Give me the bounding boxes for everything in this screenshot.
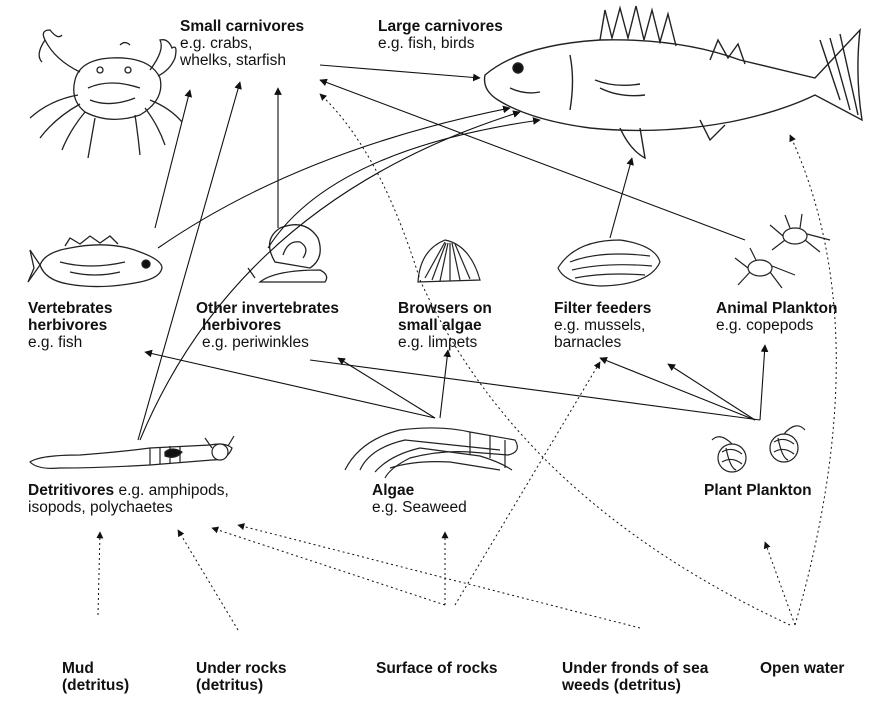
filter-feeders-sub: e.g. mussels,	[554, 317, 651, 334]
algae-title: Algae	[372, 482, 467, 499]
source-open-water: Open water	[760, 660, 844, 677]
source-under-fronds-line2: weeds (detritus)	[562, 677, 708, 694]
vertebrates-sub: e.g. fish	[28, 334, 112, 351]
node-animal-plankton: Animal Plankton e.g. copepods	[716, 300, 837, 334]
seaweed-icon	[345, 428, 517, 478]
source-surface-of-rocks: Surface of rocks	[376, 660, 497, 677]
node-other-invertebrates: Other invertebrates herbivores e.g. peri…	[196, 300, 339, 351]
source-under-fronds-line1: Under fronds of sea	[562, 660, 708, 677]
other-invertebrates-title: Other invertebrates	[196, 300, 339, 317]
node-filter-feeders: Filter feeders e.g. mussels, barnacles	[554, 300, 651, 351]
source-mud-line1: Mud	[62, 660, 129, 677]
mussel-icon	[558, 240, 660, 286]
filter-feeders-title: Filter feeders	[554, 300, 651, 317]
plankton-icon	[712, 426, 805, 472]
source-arrows	[98, 94, 836, 630]
source-under-rocks: Under rocks (detritus)	[196, 660, 286, 694]
fish-icon	[485, 6, 862, 158]
browsers-title2: small algae	[398, 317, 492, 334]
node-large-carnivores: Large carnivores e.g. fish, birds	[378, 18, 503, 52]
other-invertebrates-title2: herbivores	[196, 317, 339, 334]
large-carnivores-sub: e.g. fish, birds	[378, 35, 503, 52]
animal-plankton-title: Animal Plankton	[716, 300, 837, 317]
small-fish-icon	[28, 236, 162, 287]
small-carnivores-sub2: whelks, starfish	[180, 52, 304, 69]
copepod-icon	[735, 214, 830, 288]
browsers-sub: e.g. limpets	[398, 334, 492, 351]
node-detritivores: Detritivores e.g. amphipods, isopods, po…	[28, 482, 229, 516]
source-open-water-line1: Open water	[760, 660, 844, 677]
vertebrates-title2: herbivores	[28, 317, 112, 334]
vertebrates-title: Vertebrates	[28, 300, 112, 317]
source-under-fronds: Under fronds of sea weeds (detritus)	[562, 660, 708, 694]
plant-plankton-title: Plant Plankton	[704, 482, 812, 499]
animal-plankton-sub: e.g. copepods	[716, 317, 837, 334]
filter-feeders-sub2: barnacles	[554, 334, 651, 351]
browsers-title: Browsers on	[398, 300, 492, 317]
limpet-icon	[418, 240, 480, 282]
small-carnivores-title: Small carnivores	[180, 18, 304, 35]
source-under-rocks-line1: Under rocks	[196, 660, 286, 677]
detritivores-sub2: isopods, polychaetes	[28, 499, 229, 516]
source-mud-line2: (detritus)	[62, 677, 129, 694]
node-vertebrates: Vertebrates herbivores e.g. fish	[28, 300, 112, 351]
source-under-rocks-line2: (detritus)	[196, 677, 286, 694]
detritivores-sub: e.g. amphipods,	[114, 482, 229, 499]
worm-icon	[30, 436, 234, 468]
node-small-carnivores: Small carnivores e.g. crabs, whelks, sta…	[180, 18, 304, 69]
node-browsers: Browsers on small algae e.g. limpets	[398, 300, 492, 351]
crab-icon	[30, 30, 182, 158]
source-mud: Mud (detritus)	[62, 660, 129, 694]
node-plant-plankton: Plant Plankton	[704, 482, 812, 499]
detritivores-title: Detritivores	[28, 482, 114, 499]
other-invertebrates-sub: e.g. periwinkles	[196, 334, 339, 351]
algae-sub: e.g. Seaweed	[372, 499, 467, 516]
large-carnivores-title: Large carnivores	[378, 18, 503, 35]
snail-icon	[248, 225, 327, 282]
small-carnivores-sub: e.g. crabs,	[180, 35, 304, 52]
node-algae: Algae e.g. Seaweed	[372, 482, 467, 516]
source-surface-line1: Surface of rocks	[376, 660, 497, 677]
